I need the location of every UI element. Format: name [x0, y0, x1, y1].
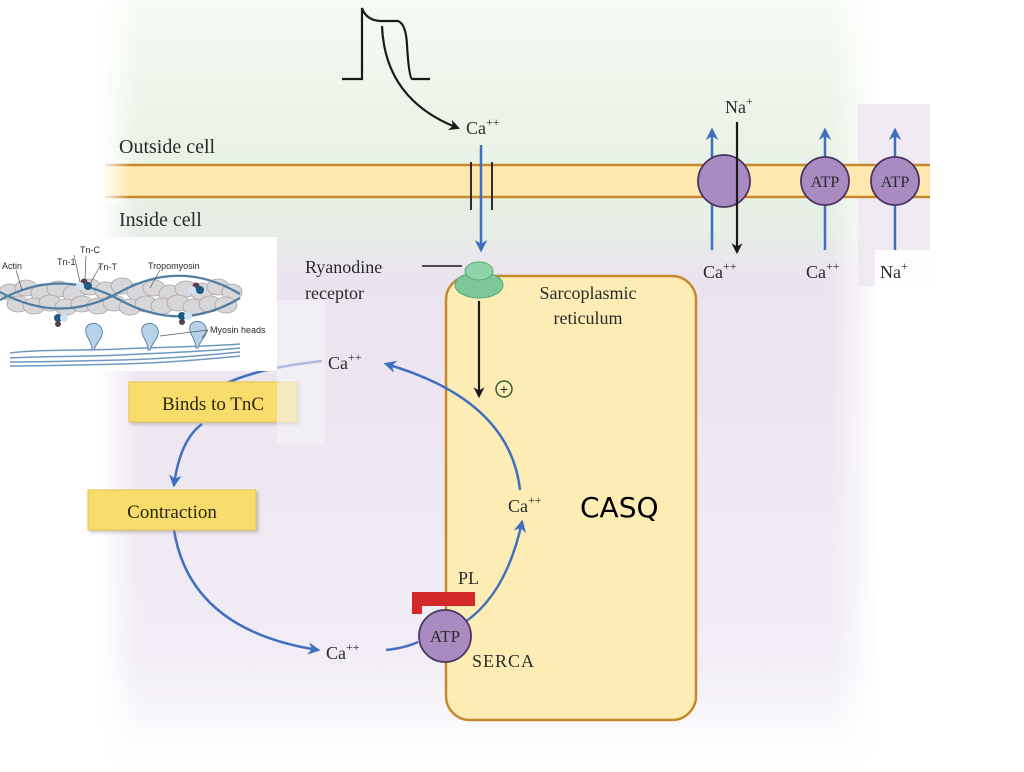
phospholamban-bar	[412, 592, 475, 614]
contraction-box	[87, 489, 257, 531]
pmca-calcium-label: Ca++	[806, 259, 840, 282]
plasma-membrane-calcium-atpase: ATP	[800, 127, 850, 250]
sodium-potassium-atpase: ATP	[870, 127, 920, 250]
thin-filament-inset: Actin Tn-1 Tn-C Tn-T Tropomyosin Myosin …	[0, 237, 325, 445]
ryanodine-label-line1: Ryanodine	[305, 257, 382, 277]
myosin-filament-illustration	[9, 320, 241, 367]
binds-to-tnc-label: Binds to TnC	[162, 394, 264, 415]
cell-membrane	[100, 160, 930, 202]
channel-calcium-label: Ca++	[466, 115, 500, 138]
stimulation-plus-icon: +	[495, 380, 513, 398]
serca-atp-label: ATP	[430, 627, 460, 646]
phospholamban-label: PL	[458, 568, 479, 588]
troponin-complex-icons	[54, 278, 204, 327]
exchanger-sodium-label: Na+	[725, 94, 753, 117]
sodium-calcium-exchanger	[697, 122, 751, 255]
serca-pump: ATP	[418, 609, 472, 663]
ryanodine-label-line2: receptor	[305, 283, 364, 303]
cycle-calcium-top-label: Ca++	[328, 350, 362, 373]
pmca-atp-label: ATP	[811, 174, 840, 191]
sr-calcium-label: Ca++	[508, 493, 542, 516]
cycle-calcium-bottom-label: Ca++	[326, 640, 360, 663]
inset-tropomyosin-label: Tropomyosin	[148, 261, 200, 271]
serca-label: SERCA	[472, 651, 535, 671]
inset-myosin-heads-label: Myosin heads	[210, 325, 266, 335]
l-type-calcium-channel	[470, 145, 493, 253]
sr-label-line2: reticulum	[554, 308, 623, 328]
svg-text:+: +	[500, 381, 508, 397]
casq-label: CASQ	[580, 491, 659, 524]
binds-to-tnc-box	[128, 381, 298, 423]
sr-label-line1: Sarcoplasmic	[540, 283, 637, 303]
inset-tnt-label: Tn-T	[98, 262, 118, 272]
nka-sodium-label: Na+	[880, 259, 908, 282]
inset-tnc-label: Tn-C	[80, 245, 101, 255]
exchanger-calcium-label: Ca++	[703, 259, 737, 282]
ryanodine-receptor-icon	[454, 261, 504, 299]
myosin-head-icons	[85, 320, 207, 351]
nka-atp-label: ATP	[881, 174, 910, 191]
contraction-label: Contraction	[127, 502, 217, 523]
sarcoplasmic-reticulum	[444, 274, 698, 722]
inside-cell-label: Inside cell	[119, 209, 202, 231]
inset-tn1-label: Tn-1	[57, 257, 76, 267]
actin-filament-illustration	[0, 274, 243, 327]
outside-cell-label: Outside cell	[119, 136, 216, 158]
inset-actin-label: Actin	[2, 261, 22, 271]
inset-leader-lines	[15, 254, 209, 339]
action-potential-waveform-icon	[342, 7, 461, 130]
